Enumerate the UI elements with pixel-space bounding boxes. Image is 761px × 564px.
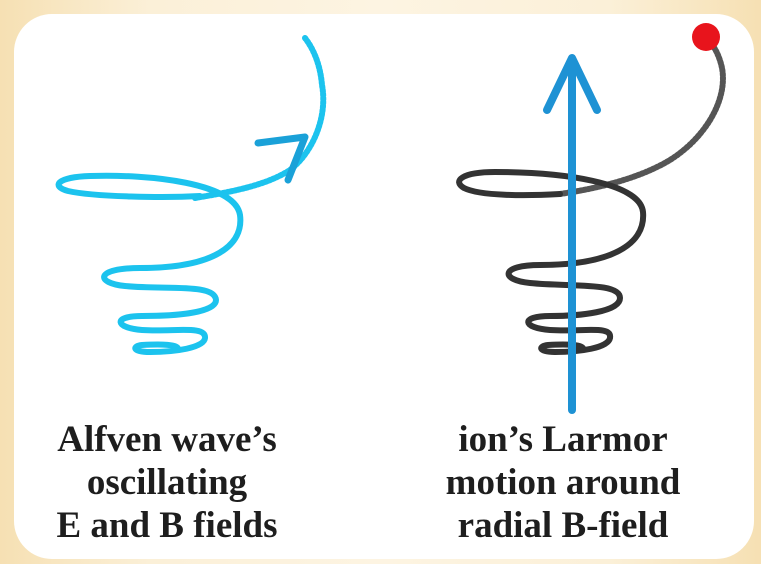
caption-ion-larmor: ion’s Larmor motion around radial B-fiel… xyxy=(413,418,713,547)
caption-line: E and B fields xyxy=(56,505,278,546)
caption-alfven-wave: Alfven wave’s oscillating E and B fields xyxy=(17,418,317,547)
wave-arrowhead-icon xyxy=(254,133,309,184)
field-arrow-icon xyxy=(543,54,601,414)
wave-helix-icon xyxy=(55,35,327,355)
caption-line: radial B-field xyxy=(457,505,669,546)
ion-trajectory-icon xyxy=(456,35,726,355)
caption-line: oscillating xyxy=(86,462,248,503)
caption-line: Alfven wave’s xyxy=(57,419,277,460)
caption-line: ion’s Larmor xyxy=(458,419,668,460)
caption-line: motion around xyxy=(445,462,681,503)
ion-marker-icon xyxy=(692,23,720,51)
